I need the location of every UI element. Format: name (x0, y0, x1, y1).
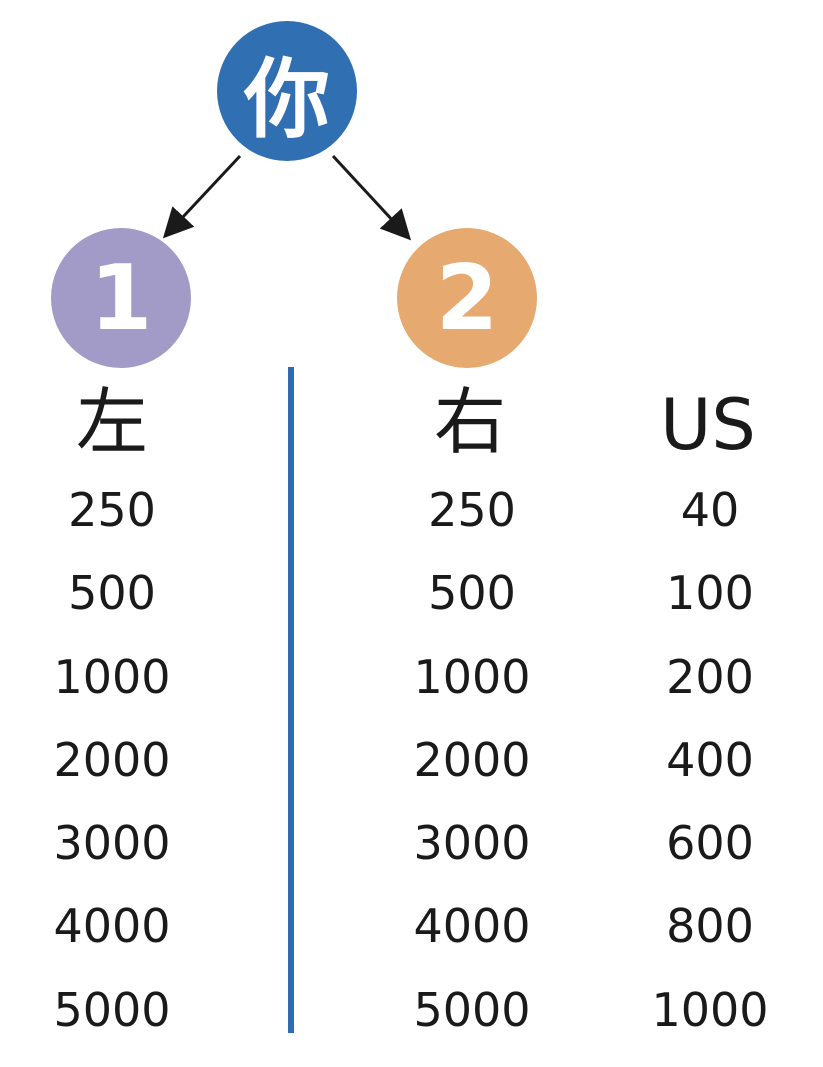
value-cell: 5000 (413, 982, 531, 1037)
value-cell: 500 (428, 566, 516, 621)
value-cell: 5000 (53, 982, 171, 1037)
column-header-us: US (660, 384, 756, 466)
value-cell: 1000 (651, 982, 769, 1037)
value-cell: 4000 (413, 899, 531, 954)
value-cell: 2000 (53, 732, 171, 787)
value-cell: 40 (680, 483, 740, 537)
value-cell: 4000 (53, 899, 171, 954)
column-values-right: 250 500 1000 2000 3000 4000 5000 (372, 484, 572, 1067)
arrow-to-node-1 (162, 154, 242, 239)
value-cell: 3000 (413, 816, 531, 871)
root-node: 你 (217, 21, 357, 161)
column-divider (288, 367, 294, 1033)
branch-node-1: 1 (51, 228, 191, 368)
value-cell: 250 (428, 483, 516, 537)
value-cell: 400 (666, 732, 754, 787)
column-header-left: 左 (75, 380, 148, 464)
column-header-right: 右 (433, 380, 506, 464)
arrow-to-node-2 (331, 154, 412, 241)
column-values-us: 40 100 200 400 600 800 1000 (610, 484, 810, 1067)
value-cell: 1000 (53, 649, 171, 704)
value-cell: 3000 (53, 816, 171, 871)
value-cell: 800 (666, 899, 754, 954)
value-cell: 100 (666, 566, 754, 621)
root-node-label: 你 (244, 49, 330, 150)
value-cell: 500 (68, 566, 156, 621)
value-cell: 250 (68, 483, 156, 537)
value-cell: 2000 (413, 732, 531, 787)
value-cell: 1000 (413, 649, 531, 704)
branch-node-1-label: 1 (89, 245, 153, 351)
branch-node-2-label: 2 (435, 245, 499, 351)
branch-node-2: 2 (397, 228, 537, 368)
column-values-left: 250 500 1000 2000 3000 4000 5000 (12, 484, 212, 1067)
value-cell: 600 (666, 816, 754, 871)
value-cell: 200 (666, 649, 754, 704)
